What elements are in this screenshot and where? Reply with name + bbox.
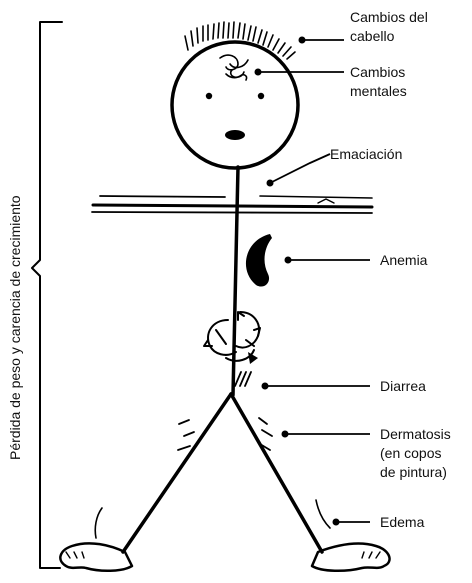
leader-lines (254, 36, 370, 526)
diarrhea-arrows-icon (203, 311, 261, 362)
label-emaciation: Emaciación (330, 146, 402, 162)
side-label: Pérdida de peso y carencia de crecimient… (7, 195, 23, 460)
edema-marks-icon (94, 499, 331, 539)
anemia-icon (245, 234, 272, 287)
label-diarrhea: Diarrea (380, 378, 426, 394)
arrow-head-icon (248, 352, 258, 364)
right-foot (310, 542, 391, 572)
left-toes (65, 551, 85, 559)
dermatosis-marks-icon (177, 417, 273, 451)
left-eye (205, 92, 213, 100)
label-dermatosis: Dermatosis (en copos de pintura) (380, 426, 455, 480)
mouth (225, 130, 245, 140)
label-edema: Edema (380, 514, 425, 530)
left-leg (121, 392, 233, 554)
arms (91, 195, 374, 214)
swirl-icon (219, 54, 249, 81)
right-toes (361, 551, 381, 559)
hair-icon (184, 21, 296, 60)
label-anemia: Anemia (380, 252, 428, 268)
label-hair: Cambios del cabello (350, 9, 432, 44)
label-mental: Cambios mentales (350, 64, 409, 99)
side-brace (31, 21, 63, 569)
drips-icon (234, 371, 252, 387)
left-foot (59, 542, 134, 572)
right-eye (257, 92, 265, 100)
right-leg (229, 392, 324, 554)
head (170, 40, 300, 170)
